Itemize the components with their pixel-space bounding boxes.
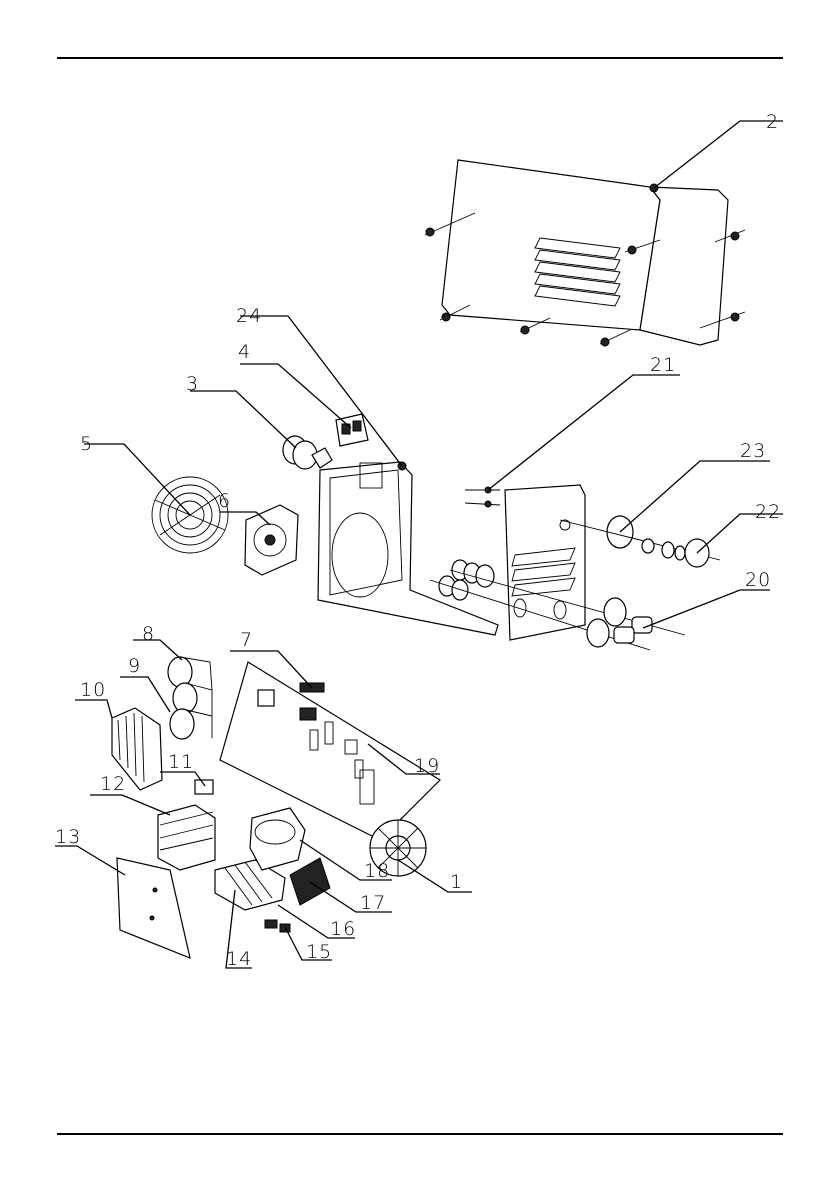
label-8: 8 — [142, 623, 155, 645]
label-23: 23 — [740, 440, 766, 462]
label-10: 10 — [80, 679, 106, 701]
label-11: 11 — [168, 751, 194, 773]
label-12: 12 — [100, 773, 126, 795]
label-5: 5 — [80, 433, 93, 455]
label-21: 21 — [650, 354, 676, 376]
heatsink-12 — [158, 805, 215, 870]
top-cover — [425, 160, 745, 346]
rear-panel — [318, 462, 498, 635]
label-1: 1 — [450, 871, 463, 893]
label-14: 14 — [226, 948, 252, 970]
label-24: 24 — [236, 305, 262, 327]
label-19: 19 — [414, 755, 440, 777]
transformer — [250, 808, 305, 870]
label-16: 16 — [330, 918, 356, 940]
label-13: 13 — [55, 826, 81, 848]
capacitors — [168, 657, 212, 739]
label-9: 9 — [128, 655, 141, 677]
label-22: 22 — [755, 501, 781, 523]
heatsink-14 — [215, 860, 290, 932]
label-15: 15 — [306, 941, 332, 963]
label-7: 7 — [240, 629, 253, 651]
label-4: 4 — [238, 341, 251, 363]
main-pcb — [220, 662, 440, 840]
cooling-fan — [245, 505, 298, 575]
cable-gland — [283, 436, 332, 469]
label-6: 6 — [218, 490, 231, 512]
heatsink-17 — [290, 858, 330, 905]
label-2: 2 — [766, 111, 779, 133]
output-board — [117, 858, 190, 958]
label-3: 3 — [186, 373, 199, 395]
label-18: 18 — [364, 860, 390, 882]
label-20: 20 — [745, 569, 771, 591]
label-17: 17 — [360, 892, 386, 914]
